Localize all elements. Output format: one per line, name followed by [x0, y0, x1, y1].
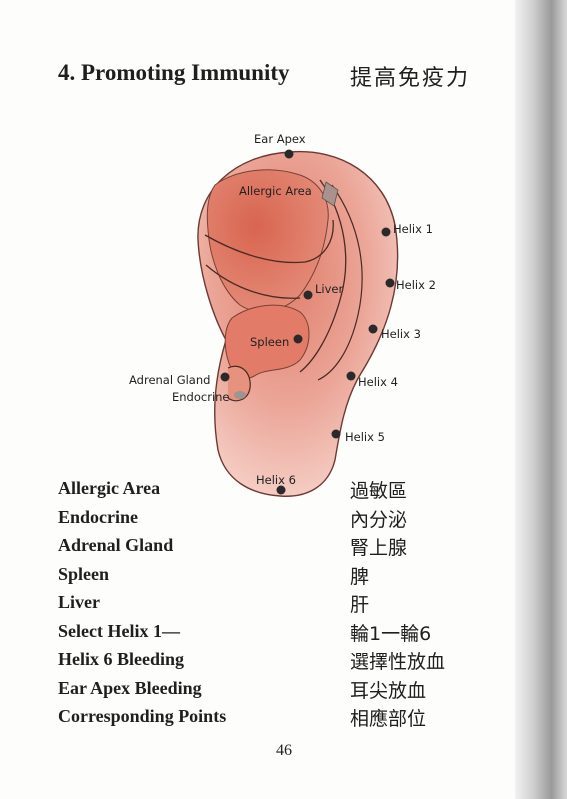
term-cn: 耳尖放血 — [350, 680, 427, 702]
term-en: Corresponding Points — [58, 706, 227, 726]
term-cn: 內分泌 — [350, 509, 408, 531]
dot-adrenal-gland — [220, 372, 230, 382]
page-number: 46 — [276, 742, 292, 759]
term-en: Helix 6 Bleeding — [58, 649, 184, 669]
label-helix-6: Helix 6 — [256, 473, 296, 487]
term-en: Endocrine — [58, 507, 139, 527]
term-en: Ear Apex Bleeding — [58, 678, 202, 698]
label-helix-2: Helix 2 — [396, 278, 436, 292]
label-helix-1: Helix 1 — [393, 222, 433, 236]
label-allergic-area: Allergic Area — [239, 184, 312, 198]
term-cn: 脾 — [350, 566, 370, 588]
term-en: Select Helix 1— — [58, 621, 180, 641]
dot-helix-4 — [346, 371, 356, 381]
label-helix-4: Helix 4 — [358, 375, 398, 389]
term-cn: 肝 — [350, 594, 370, 616]
antihelix-line — [204, 219, 334, 264]
book-gutter-shadow — [515, 0, 567, 799]
page-title: 4. Promoting Immunity — [58, 60, 290, 85]
ear-upper-concha — [206, 169, 329, 313]
dot-spleen — [293, 334, 303, 344]
helix-inner-line-2 — [317, 184, 363, 381]
label-liver: Liver — [315, 282, 343, 296]
dot-liver — [303, 290, 313, 300]
helix-inner-line — [299, 179, 347, 373]
label-helix-5: Helix 5 — [345, 430, 385, 444]
allergic-area-patch — [321, 181, 339, 207]
label-helix-3: Helix 3 — [381, 327, 421, 341]
label-endocrine: Endocrine — [172, 390, 230, 404]
dot-helix-5 — [331, 429, 341, 439]
term-cn: 選擇性放血 — [350, 651, 446, 673]
page-title-chinese: 提高免疫力 — [350, 66, 471, 91]
term-cn: 相應部位 — [350, 708, 427, 730]
term-en: Adrenal Gland — [58, 535, 174, 555]
dot-helix-2 — [385, 278, 395, 288]
term-en: Liver — [58, 592, 100, 612]
ear-tragus — [227, 365, 251, 402]
dot-helix-6 — [276, 485, 286, 495]
term-en: Spleen — [58, 564, 110, 584]
label-spleen: Spleen — [250, 335, 289, 349]
dot-helix-1 — [381, 227, 391, 237]
dot-helix-3 — [368, 324, 378, 334]
term-cn: 腎上腺 — [350, 537, 408, 559]
term-en: Allergic Area — [58, 478, 161, 498]
term-cn: 過敏區 — [350, 480, 408, 502]
term-cn: 輪1一輪6 — [350, 623, 432, 645]
antihelix-line-2 — [205, 264, 301, 299]
label-ear-apex: Ear Apex — [254, 132, 306, 146]
dot-ear-apex — [284, 149, 294, 159]
label-adrenal-gland: Adrenal Gland — [129, 373, 210, 387]
endocrine-patch — [234, 391, 246, 399]
